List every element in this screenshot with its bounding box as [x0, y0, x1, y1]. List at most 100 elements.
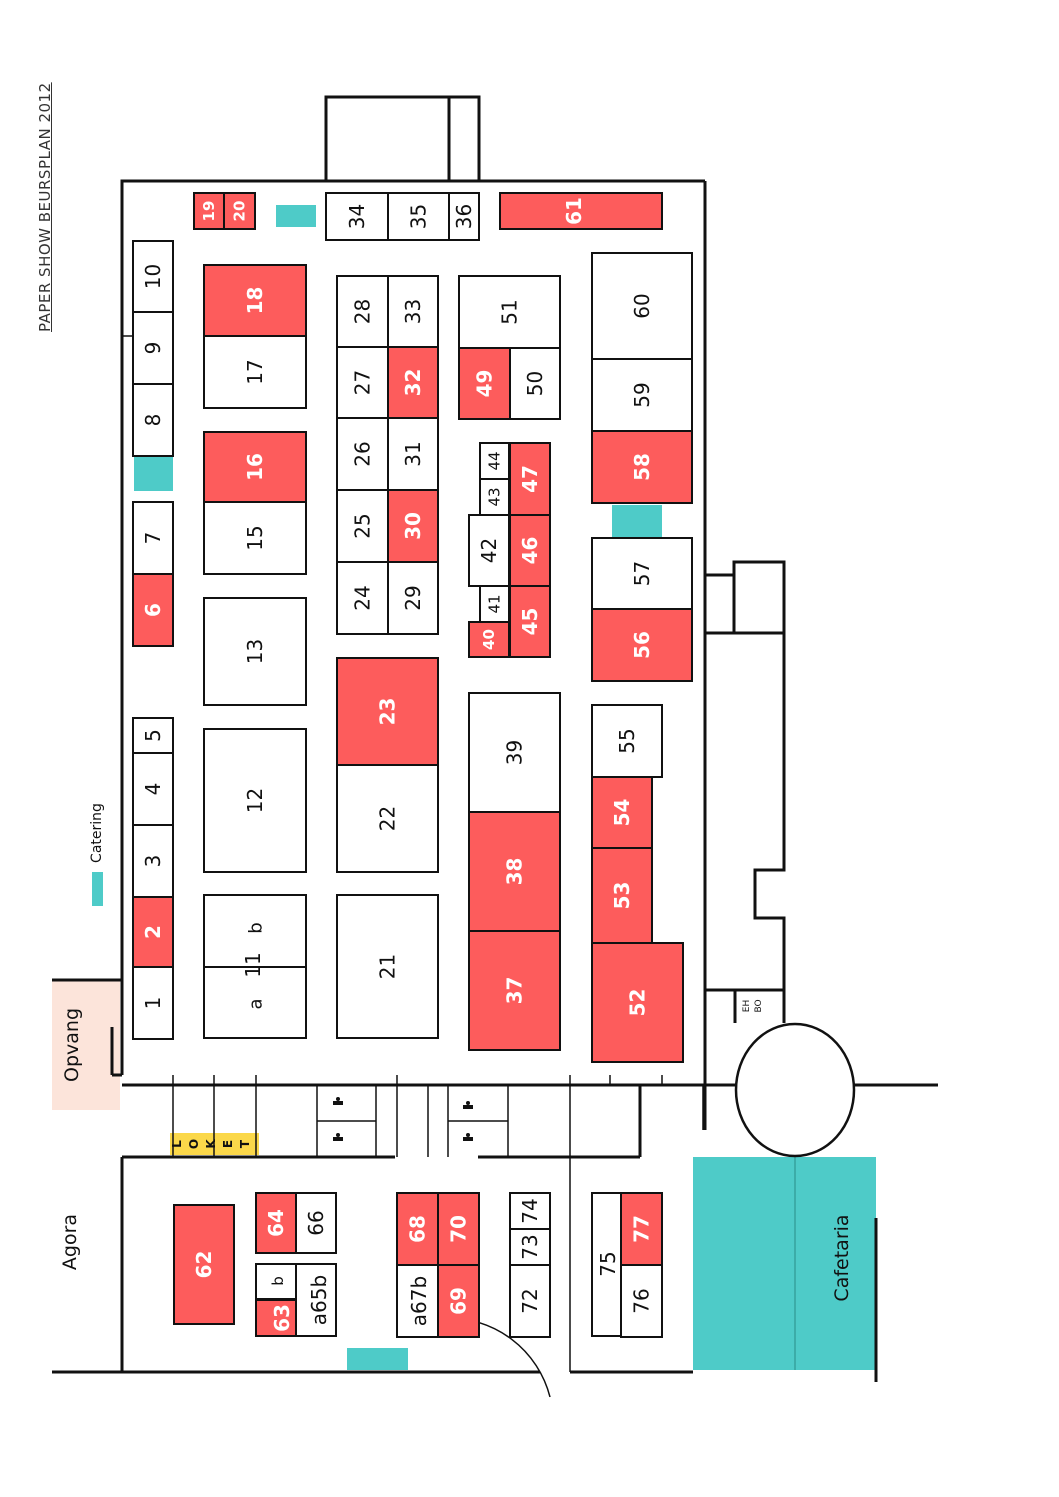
booth-49[interactable]: 49 [458, 347, 511, 420]
booth-52[interactable]: 52 [591, 942, 684, 1063]
booth-45[interactable]: 45 [509, 585, 551, 658]
booth-28[interactable]: 28 [336, 275, 389, 348]
booth-72-box [509, 1264, 551, 1338]
inner-walls [122, 335, 704, 1398]
booth-68[interactable]: 68 [396, 1192, 439, 1266]
booth-65[interactable]: a65b [295, 1263, 337, 1337]
booth-39[interactable]: 39 [468, 692, 561, 813]
booth-53[interactable]: 53 [591, 847, 653, 944]
booth-43[interactable]: 43 [479, 478, 510, 516]
booth-76[interactable]: 76 [620, 1264, 663, 1338]
booth-27[interactable]: 27 [336, 346, 389, 419]
toilet-icon-4 [463, 1133, 473, 1141]
booth-3[interactable]: 3 [132, 824, 174, 898]
booth-7[interactable]: 7 [132, 501, 174, 575]
booth-65b[interactable]: b [255, 1263, 297, 1300]
booth-40[interactable]: 40 [468, 621, 510, 658]
booth-34[interactable]: 34 [325, 192, 389, 241]
booth-11b-label: b [246, 922, 267, 933]
booth-33[interactable]: 33 [387, 275, 439, 348]
booth-58[interactable]: 58 [591, 430, 693, 504]
booth-15[interactable]: 15 [203, 501, 307, 575]
booth-20[interactable]: 20 [223, 192, 256, 230]
booth-60-label: 60 [630, 293, 654, 318]
booth-17[interactable]: 17 [203, 335, 307, 409]
booth-47-label: 47 [518, 465, 542, 493]
booth-60[interactable]: 60 [591, 252, 693, 360]
booth-8-label: 8 [141, 414, 165, 427]
booth-38[interactable]: 38 [468, 811, 561, 932]
booth-18[interactable]: 18 [203, 264, 307, 337]
booth-1[interactable]: 1 [132, 966, 174, 1040]
booth-59[interactable]: 59 [591, 358, 693, 432]
booth-62[interactable]: 62 [173, 1204, 235, 1325]
booth-5[interactable]: 5 [132, 717, 174, 754]
booth-23[interactable]: 23 [336, 657, 439, 766]
booth-6[interactable]: 6 [132, 573, 174, 647]
booth-63[interactable]: 63 [255, 1299, 297, 1337]
booth-2[interactable]: 2 [132, 896, 174, 968]
booth-64[interactable]: 64 [255, 1192, 297, 1254]
booth-51-label: 51 [498, 299, 522, 324]
booth-67[interactable]: a67b [396, 1264, 439, 1338]
booth-29[interactable]: 29 [387, 561, 439, 635]
booth-51[interactable]: 51 [458, 275, 561, 349]
booth-73[interactable]: 73 [509, 1228, 551, 1266]
booth-69[interactable]: 69 [437, 1264, 480, 1338]
booth-16[interactable]: 16 [203, 431, 307, 503]
booth-54[interactable]: 54 [591, 776, 653, 849]
booth-32[interactable]: 32 [387, 346, 439, 419]
booth-37-box [468, 930, 561, 1051]
booth-66-label: 66 [304, 1210, 328, 1235]
booth-26[interactable]: 26 [336, 417, 389, 491]
booth-77[interactable]: 77 [620, 1192, 663, 1266]
booth-36-box [448, 192, 480, 241]
booth-41[interactable]: 41 [479, 585, 510, 623]
booth-22[interactable]: 22 [336, 764, 439, 873]
booth-59-label: 59 [630, 382, 654, 407]
booth-18-label: 18 [243, 287, 267, 315]
booth-9[interactable]: 9 [132, 311, 174, 385]
toilet-icon-2 [333, 1133, 343, 1141]
booth-13[interactable]: 13 [203, 597, 307, 706]
booth-22-label: 22 [376, 806, 400, 831]
booth-77-label: 77 [630, 1215, 654, 1243]
booth-47[interactable]: 47 [509, 442, 551, 516]
booth-31[interactable]: 31 [387, 417, 439, 491]
booth-70[interactable]: 70 [437, 1192, 480, 1266]
booth-49-label: 49 [473, 370, 497, 398]
booth-35[interactable]: 35 [387, 192, 450, 241]
booth-31-label: 31 [401, 441, 425, 466]
booth-63a-label: a [272, 1336, 293, 1347]
booth-12[interactable]: 12 [203, 728, 307, 873]
booth-44[interactable]: 44 [479, 442, 510, 480]
booth-21[interactable]: 21 [336, 894, 439, 1039]
booth-27-label: 27 [351, 370, 375, 395]
catering-marker-2 [134, 457, 173, 491]
booth-19[interactable]: 19 [193, 192, 225, 230]
building-walls [52, 95, 938, 1382]
booth-37[interactable]: 37 [468, 930, 561, 1051]
booth-66[interactable]: 66 [295, 1192, 337, 1254]
booth-25[interactable]: 25 [336, 489, 389, 563]
booth-8[interactable]: 8 [132, 383, 174, 457]
booth-24[interactable]: 24 [336, 561, 389, 635]
booth-74[interactable]: 74 [509, 1192, 551, 1230]
booth-36[interactable]: 36 [448, 192, 480, 241]
booth-50[interactable]: 50 [509, 347, 561, 420]
booth-72[interactable]: 72 [509, 1264, 551, 1338]
booth-56[interactable]: 56 [591, 608, 693, 682]
booth-10[interactable]: 10 [132, 240, 174, 313]
booth-46[interactable]: 46 [509, 514, 551, 587]
booth-61[interactable]: 61 [499, 192, 663, 230]
booth-75[interactable]: 75 [591, 1192, 622, 1337]
booth-26-label: 26 [351, 441, 375, 466]
booth-24-label: 24 [351, 585, 375, 610]
booth-57[interactable]: 57 [591, 537, 693, 610]
booth-56-box [591, 608, 693, 682]
booth-30[interactable]: 30 [387, 489, 439, 563]
booth-55[interactable]: 55 [591, 704, 663, 778]
booth-4[interactable]: 4 [132, 752, 174, 826]
booth-42[interactable]: 42 [468, 514, 510, 587]
booth-75-label: 75 [596, 1251, 620, 1276]
